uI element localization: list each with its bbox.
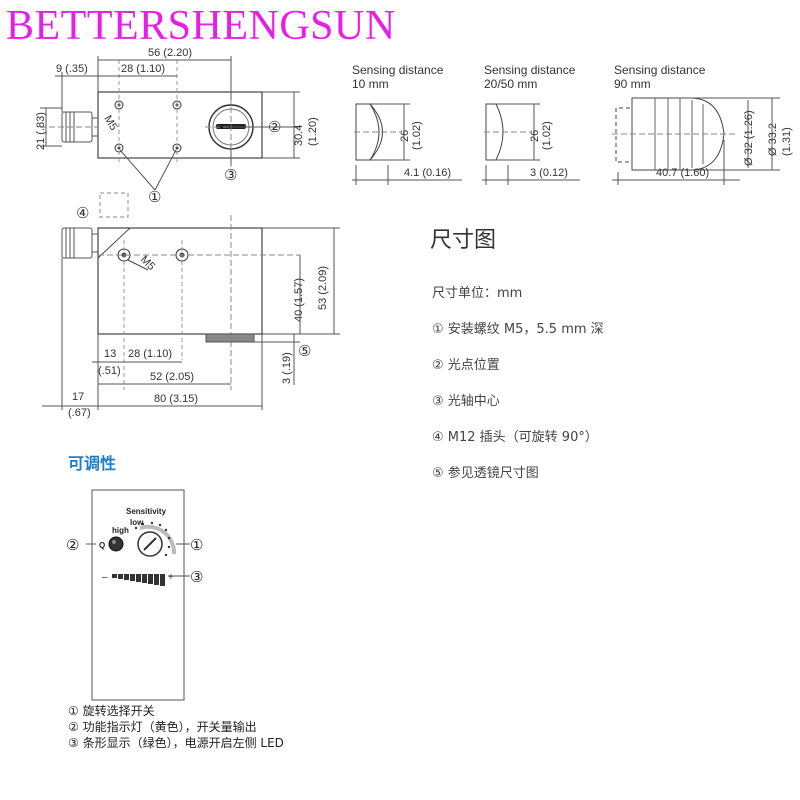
dim-30-4-inch: (1.20) [307, 117, 319, 146]
dim-40: 40 (1.57) [293, 278, 305, 322]
callout-2-adjust: ② [66, 537, 79, 554]
dimension-title: 尺寸图 [430, 228, 497, 253]
dimension-drawing: 56 (2.20) 9 (.35) 28 (1.10) 21 (.83) 30.… [35, 47, 793, 419]
dim-28-top: 28 (1.10) [121, 63, 165, 75]
label-high: high [112, 526, 129, 535]
legend-indicator: ② 功能指示灯（黄色），开关量输出 [68, 720, 257, 734]
dim-52: 52 (2.05) [150, 371, 194, 383]
adjust-title: 可调性 [68, 454, 117, 473]
label-sensitivity: Sensitivity [126, 507, 167, 516]
lens-view-10mm [352, 103, 462, 185]
dim-13: 13 [104, 348, 116, 360]
dim-53: 53 (2.09) [317, 266, 329, 310]
note-lens-dim: ⑤ 参见透镜尺寸图 [432, 466, 539, 481]
note-m12-plug: ④ M12 插头（可旋转 90°） [432, 430, 598, 445]
dim-28-front: 28 (1.10) [128, 348, 172, 360]
dim-21: 21 (.83) [35, 112, 47, 150]
dim-56: 56 (2.20) [148, 47, 192, 59]
dim-80: 80 (3.15) [154, 393, 198, 405]
dim-17-inch: (.67) [68, 407, 91, 419]
front-view-body [97, 227, 263, 335]
lens1-label-2: 10 mm [352, 77, 389, 91]
lens2-dim-h2: (1.02) [541, 121, 553, 150]
legend-bar-display: ③ 条形显示（绿色），电源开启左侧 LED [68, 736, 284, 750]
lens2-label-2: 20/50 mm [484, 77, 537, 91]
top-view-body [97, 91, 263, 159]
lens3-label-2: 90 mm [614, 77, 651, 91]
callout-1-top: ① [148, 189, 161, 206]
label-plus: + [168, 572, 174, 583]
dim-17: 17 [72, 391, 84, 403]
lens-view-20-50mm [482, 103, 580, 185]
function-indicator-led [108, 536, 124, 552]
label-m5-top: M5 [101, 114, 119, 133]
legend-rotary-switch: ① 旋转选择开关 [68, 704, 155, 718]
front-view-connector [61, 227, 93, 259]
label-low: low [130, 518, 144, 527]
lens2-dim-w: 3 (0.12) [530, 167, 568, 179]
dim-3: 3 (.19) [281, 352, 293, 384]
lens1-dim-w: 4.1 (0.16) [404, 167, 451, 179]
lens3-label-1: Sensing distance [614, 63, 706, 77]
adjust-panel: Sensitivity low high Q – + ② ① ③ [66, 489, 203, 701]
note-light-spot: ② 光点位置 [432, 358, 500, 373]
front-view [42, 192, 340, 410]
top-view-holes [114, 100, 182, 153]
lens3-dim-d2: Ø 33.2 [767, 123, 779, 156]
lens1-dim-h2: (1.02) [411, 121, 423, 150]
lens3-dim-w: 40.7 (1.60) [656, 167, 709, 179]
dim-30-4: 30.4 [293, 125, 305, 146]
dim-13-inch: (.51) [98, 365, 121, 377]
label-minus: – [102, 572, 108, 583]
label-m5-front: M5 [138, 254, 157, 273]
callout-1-adjust: ① [190, 537, 203, 554]
lens3-dim-d3: (1.31) [781, 127, 793, 156]
lens2-label-1: Sensing distance [484, 63, 576, 77]
dim-9: 9 (.35) [56, 63, 88, 75]
bar-display [112, 574, 165, 586]
note-mount-thread: ① 安装螺纹 M5，5.5 mm 深 [432, 322, 604, 337]
lens1-dim-h: 26 [399, 130, 411, 142]
control-panel-body [91, 489, 185, 701]
callout-3-adjust: ③ [190, 569, 203, 586]
brand-watermark: BETTERSHENGSUN [6, 3, 396, 49]
lens1-label-1: Sensing distance [352, 63, 444, 77]
lens2-dim-h: 26 [529, 130, 541, 142]
callout-5-front: ⑤ [298, 343, 311, 360]
label-q: Q [99, 541, 105, 550]
note-optical-axis: ③ 光轴中心 [432, 394, 500, 409]
callout-4-front: ④ [76, 205, 89, 222]
lens-view-90mm [612, 97, 780, 185]
top-view [40, 56, 300, 191]
callout-2-top: ② [268, 119, 281, 136]
lens3-dim-d1: Ø 32 (1.26) [743, 110, 755, 166]
callout-3-top: ③ [224, 167, 237, 184]
note-unit: 尺寸单位：mm [432, 286, 523, 301]
